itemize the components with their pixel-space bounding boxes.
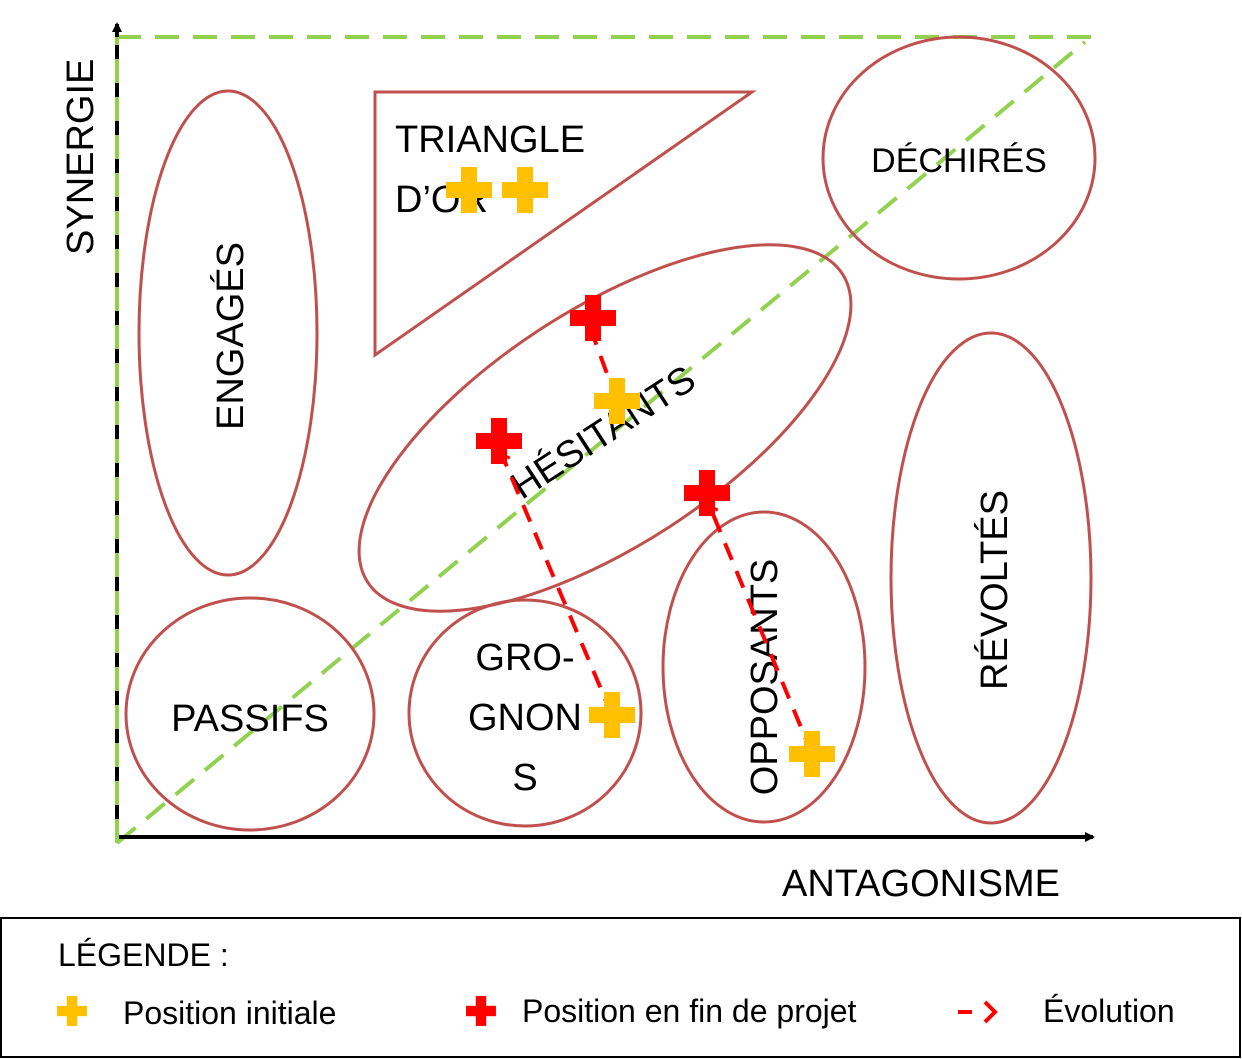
guide-diagonal-line: [115, 40, 1087, 845]
zone-dechires: [821, 35, 1097, 281]
final-position-marker: [476, 418, 522, 464]
zone-opposants: [661, 510, 867, 824]
zone-passifs: [124, 596, 376, 832]
zone-grognons-label-3: S: [512, 757, 537, 799]
zone-engages-label: ENGAGÉS: [209, 242, 252, 430]
legend-final-label: Position en fin de projet: [522, 993, 857, 1029]
zone-triangle-label-1: TRIANGLE: [395, 119, 585, 161]
zone-engages: [137, 89, 319, 577]
legend: LÉGENDE : Position initiale Position en …: [0, 917, 1241, 1058]
evolution-arrow: [497, 451, 614, 716]
final-position-marker: [570, 295, 616, 341]
zone-hesitants: [357, 243, 853, 613]
zone-grognons-label-1: GRO-: [475, 637, 574, 679]
final-position-marker: [684, 470, 730, 516]
zone-opposants-label: OPPOSANTS: [744, 559, 786, 796]
zone-passifs-label: PASSIFS: [171, 698, 329, 740]
legend-evolution-icon: [958, 1000, 998, 1024]
zone-triangle: [373, 90, 757, 358]
zone-revoltes-label: RÉVOLTÉS: [973, 490, 1016, 690]
zone-grognons-label-2: GNON: [468, 697, 582, 739]
evolution-arrow: [705, 503, 814, 755]
zone-grognons: [407, 598, 643, 828]
legend-initial-label: Position initiale: [123, 995, 336, 1031]
initial-position-marker: [789, 731, 835, 777]
initial-position-marker: [589, 692, 635, 738]
zone-dechires-label: DÉCHIRÉS: [871, 142, 1047, 180]
legend-evolution-label: Évolution: [1043, 993, 1175, 1029]
zone-hesitants-label: HÉSITANTS: [503, 357, 703, 508]
initial-position-marker: [502, 167, 548, 213]
legend-title: LÉGENDE :: [58, 937, 229, 973]
y-axis-label: SYNERGIE: [60, 59, 102, 255]
x-axis-label: ANTAGONISME: [782, 863, 1060, 905]
zone-revoltes: [889, 331, 1093, 825]
